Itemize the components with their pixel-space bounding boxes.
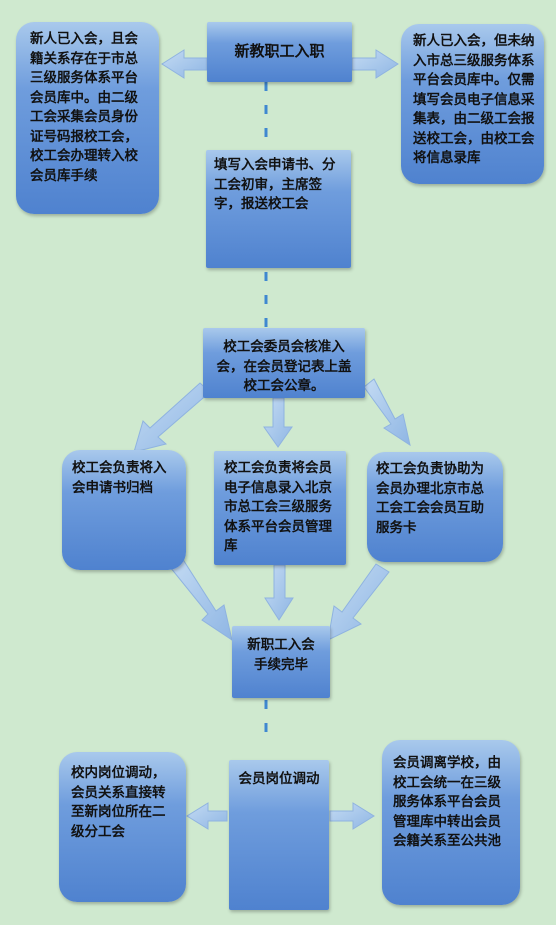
arrow-approve-register xyxy=(263,397,293,448)
node-internal-transfer: 校内岗位调动，会员关系直接转至新岗位所在二级分工会 xyxy=(59,752,186,902)
node-committee-approval: 校工会委员会核准入会，在会员登记表上盖校工会公章。 xyxy=(203,328,365,398)
node-member-not-in-library: 新人已入会，但未纳入市总三级服务体系平台会员库中。仅需填写会员电子信息采集表，由… xyxy=(401,24,544,184)
node-fill-application: 填写入会申请书、分工会初审，主席签字，报送校工会 xyxy=(206,150,351,268)
node-member-transfer: 会员岗位调动 xyxy=(229,760,329,910)
node-mutual-aid-card: 校工会负责协助为会员办理北京市总工会工会会员互助服务卡 xyxy=(367,452,503,562)
arrow-register-done xyxy=(264,564,294,621)
arrow-transfer-leave xyxy=(329,802,375,830)
node-already-member-in-library: 新人已入会，且会籍关系存在于市总三级服务体系平台会员库中。由二级工会采集会员身份… xyxy=(16,22,159,214)
arrow-join-right xyxy=(351,49,399,79)
block-arrows xyxy=(133,49,411,830)
arrow-join-left xyxy=(161,49,208,79)
node-procedure-complete: 新职工入会手续完毕 xyxy=(232,626,330,698)
arrow-transfer-internal xyxy=(186,802,228,830)
node-archive-application: 校工会负责将入会申请书归档 xyxy=(62,450,186,570)
node-leave-school: 会员调离学校，由校工会统一在三级服务体系平台会员管理库中转出会员会籍关系至公共池 xyxy=(382,740,520,905)
arrow-approve-card xyxy=(363,378,411,447)
arrow-card-done xyxy=(327,563,390,641)
node-new-staff-joins: 新教职工入职 xyxy=(207,22,352,82)
node-register-member-info: 校工会负责将会员电子信息录入北京市总工会三级服务体系平台会员管理库 xyxy=(214,451,346,565)
arrow-approve-archive xyxy=(133,382,211,453)
arrow-archive-done xyxy=(169,557,233,642)
